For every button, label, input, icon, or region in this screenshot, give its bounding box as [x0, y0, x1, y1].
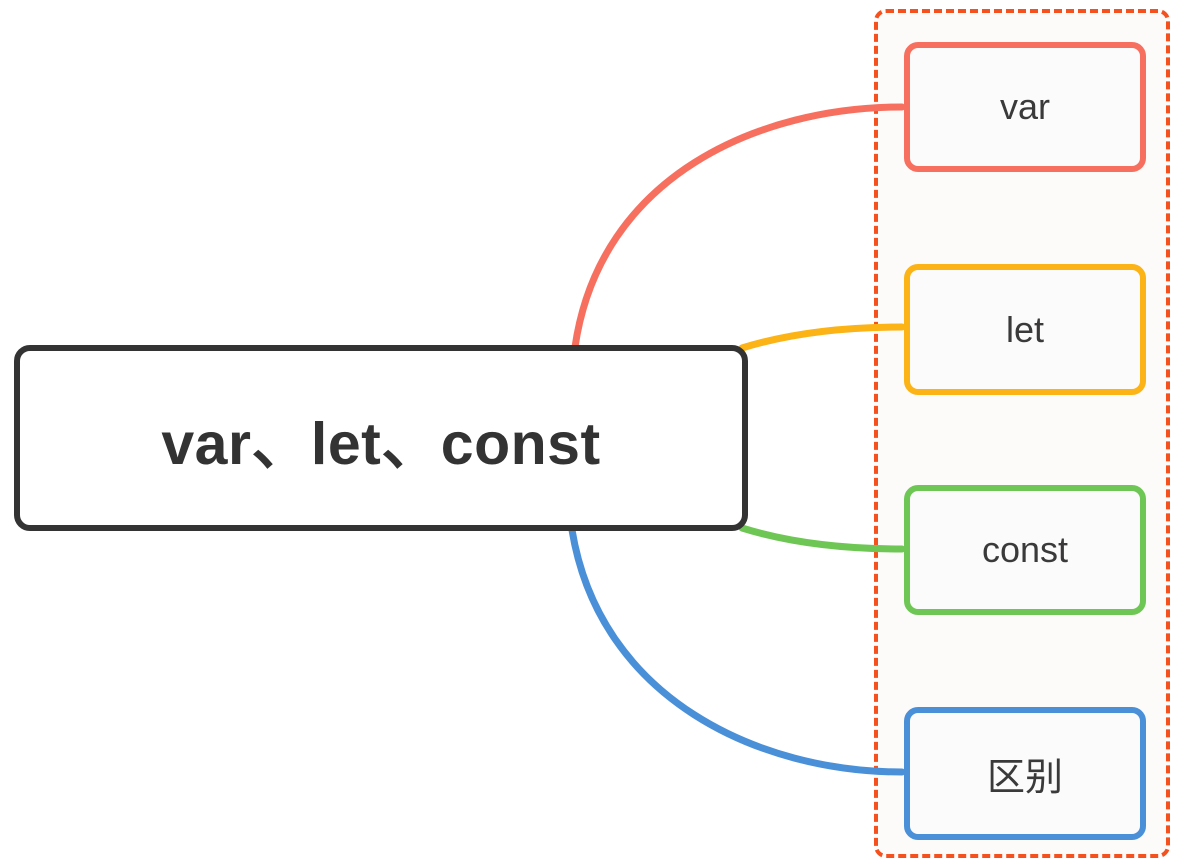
child-node-let-label: let	[1005, 308, 1045, 350]
child-node-var[interactable]: var	[904, 42, 1146, 172]
child-node-const[interactable]: const	[904, 485, 1146, 615]
root-node[interactable]: var、let、const	[14, 345, 748, 531]
connector-var	[571, 103, 906, 351]
child-node-difference[interactable]: 区别	[904, 707, 1146, 840]
child-node-const-label: const	[981, 529, 1069, 570]
child-node-var-label: var	[999, 86, 1050, 127]
child-node-let[interactable]: let	[904, 264, 1146, 395]
child-node-difference-label: 区别	[986, 755, 1063, 799]
connector-qubie	[568, 526, 906, 776]
root-node-label: var、let、const	[161, 410, 601, 477]
